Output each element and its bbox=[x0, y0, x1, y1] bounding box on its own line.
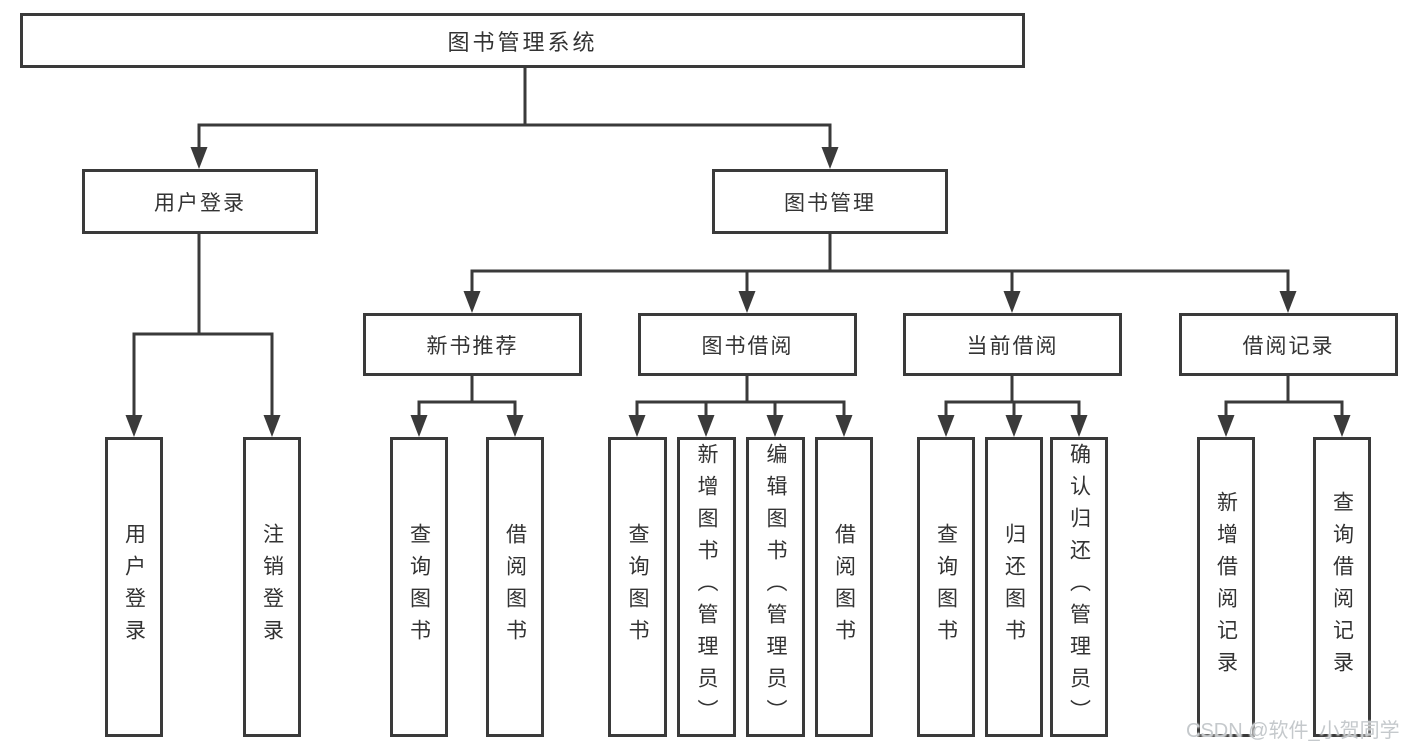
node-leaf-return-book: 归还图书 bbox=[985, 437, 1043, 737]
node-book-borrowing: 图书借阅 bbox=[638, 313, 857, 376]
node-leaf-borrow-books-recommend-label: 借阅图书 bbox=[503, 523, 527, 651]
node-book-management: 图书管理 bbox=[712, 169, 948, 234]
node-root: 图书管理系统 bbox=[20, 13, 1025, 68]
node-leaf-return-book-label: 归还图书 bbox=[1002, 523, 1026, 651]
node-leaf-add-book-admin-label: 新增图书（管理员） bbox=[695, 443, 718, 731]
node-leaf-confirm-return-admin-label: 确认归还（管理员） bbox=[1067, 443, 1091, 731]
node-leaf-query-books-current-label: 查询图书 bbox=[934, 523, 958, 651]
node-leaf-query-books-borrow: 查询图书 bbox=[608, 437, 667, 737]
node-leaf-query-borrow-record: 查询借阅记录 bbox=[1313, 437, 1371, 737]
node-leaf-edit-book-admin: 编辑图书（管理员） bbox=[746, 437, 805, 737]
csdn-watermark: CSDN @软件_小贺同学 bbox=[1186, 720, 1400, 742]
node-user-login: 用户登录 bbox=[82, 169, 318, 234]
node-leaf-borrow-books-borrow-label: 借阅图书 bbox=[832, 523, 856, 651]
node-leaf-query-books-recommend: 查询图书 bbox=[390, 437, 448, 737]
node-leaf-add-borrow-record-label: 新增借阅记录 bbox=[1214, 491, 1238, 683]
node-leaf-add-borrow-record: 新增借阅记录 bbox=[1197, 437, 1255, 737]
node-leaf-query-books-recommend-label: 查询图书 bbox=[407, 523, 431, 651]
node-current-borrowing: 当前借阅 bbox=[903, 313, 1122, 376]
node-leaf-borrow-books-borrow: 借阅图书 bbox=[815, 437, 873, 737]
node-leaf-query-borrow-record-label: 查询借阅记录 bbox=[1330, 491, 1354, 683]
node-leaf-query-books-borrow-label: 查询图书 bbox=[626, 523, 649, 651]
node-new-book-recommend: 新书推荐 bbox=[363, 313, 582, 376]
node-root-label: 图书管理系统 bbox=[447, 29, 598, 55]
node-leaf-user-login: 用户登录 bbox=[105, 437, 163, 737]
node-leaf-confirm-return-admin: 确认归还（管理员） bbox=[1050, 437, 1108, 737]
node-book-borrowing-label: 图书借阅 bbox=[701, 334, 794, 358]
node-borrowing-records: 借阅记录 bbox=[1179, 313, 1398, 376]
node-leaf-user-login-label: 用户登录 bbox=[122, 523, 146, 651]
node-book-management-label: 图书管理 bbox=[784, 191, 876, 215]
node-borrowing-records-label: 借阅记录 bbox=[1242, 334, 1335, 358]
node-leaf-edit-book-admin-label: 编辑图书（管理员） bbox=[764, 443, 787, 731]
node-leaf-logout: 注销登录 bbox=[243, 437, 301, 737]
node-current-borrowing-label: 当前借阅 bbox=[966, 334, 1059, 358]
node-leaf-add-book-admin: 新增图书（管理员） bbox=[677, 437, 736, 737]
node-leaf-logout-label: 注销登录 bbox=[260, 523, 284, 651]
node-leaf-query-books-current: 查询图书 bbox=[917, 437, 975, 737]
node-user-login-label: 用户登录 bbox=[154, 191, 246, 215]
node-leaf-borrow-books-recommend: 借阅图书 bbox=[486, 437, 544, 737]
node-new-book-recommend-label: 新书推荐 bbox=[426, 334, 519, 358]
